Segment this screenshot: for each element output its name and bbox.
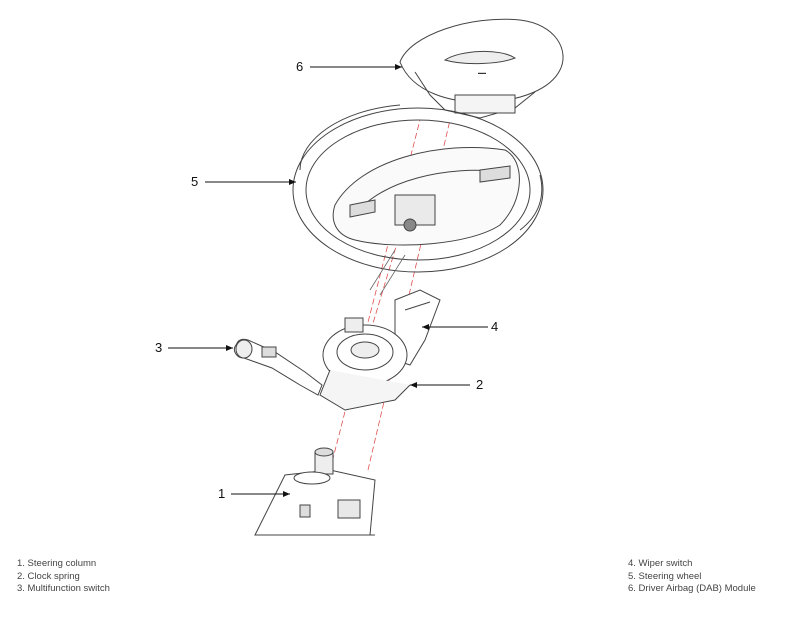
legend-item-2: 2. Clock spring (17, 570, 80, 582)
legend-item-5: 5. Steering wheel (628, 570, 702, 582)
multifunction-switch (233, 338, 323, 396)
airbag-module: ▬▬ (399, 18, 564, 119)
legend-right: 4. Wiper switch 5. Steering wheel 6. Dri… (628, 558, 756, 596)
callout-number-4: 4 (491, 319, 498, 334)
legend-item-6: 6. Driver Airbag (DAB) Module (628, 583, 756, 594)
callout-number-5: 5 (191, 174, 198, 189)
callout-number-6: 6 (296, 59, 303, 74)
callout-number-3: 3 (155, 340, 162, 355)
steering-column (254, 447, 376, 536)
steering-wheel (292, 104, 544, 273)
clock-spring (319, 317, 411, 411)
steering-shaft (369, 249, 406, 296)
legend-left: 1. Steering column 2. Clock spring 3. Mu… (17, 558, 110, 596)
legend-item-4: 4. Wiper switch (628, 558, 693, 569)
legend-item-1: 1. Steering column (17, 558, 97, 569)
callout-number-2: 2 (476, 377, 483, 392)
callout-number-1: 1 (218, 486, 225, 501)
callout-lines (168, 64, 488, 497)
legend-item-3: 3. Multifunction switch (17, 583, 110, 594)
svg-text:▬▬: ▬▬ (478, 70, 486, 75)
